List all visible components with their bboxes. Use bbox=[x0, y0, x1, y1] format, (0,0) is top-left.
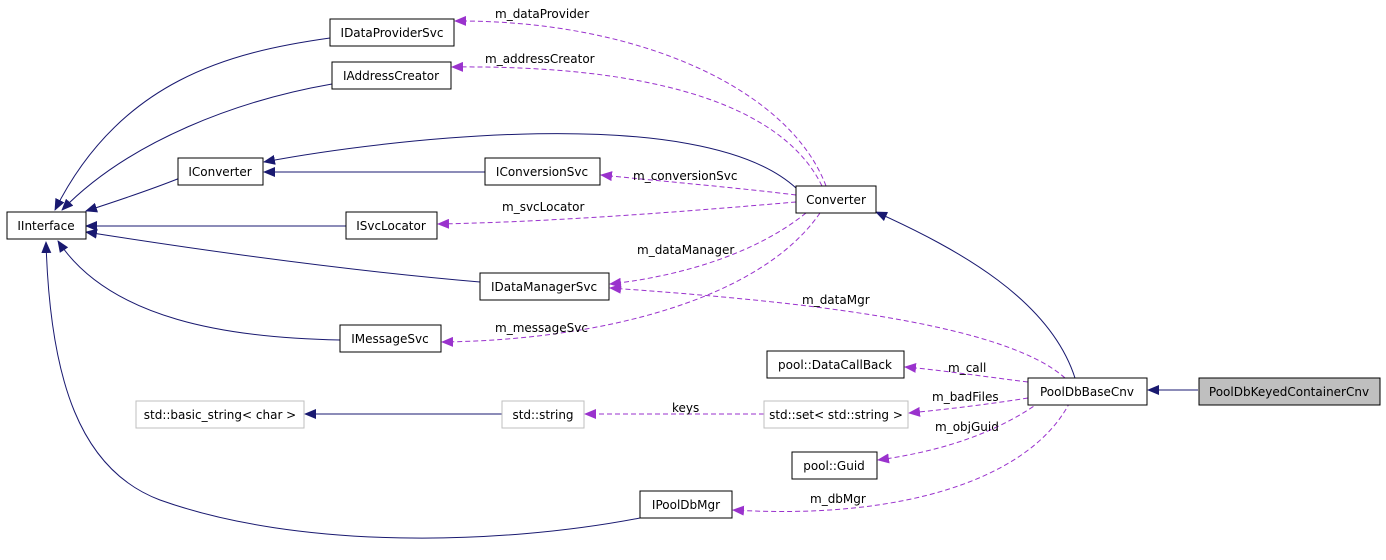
node-label-std-string: std::string bbox=[512, 408, 573, 422]
edge-converter-m-messagesvc bbox=[441, 212, 821, 347]
node-iconverter[interactable]: IConverter bbox=[177, 157, 264, 186]
node-label-pool-guid: pool::Guid bbox=[803, 459, 865, 473]
node-label-converter: Converter bbox=[806, 193, 866, 207]
edge-label-m-dataprovider: m_dataProvider bbox=[495, 7, 589, 21]
edge-converter-m-datamanager bbox=[609, 212, 807, 288]
node-label-pooldbbasecnv: PoolDbBaseCnv bbox=[1040, 385, 1134, 399]
edge-converter-m-svclocator bbox=[437, 201, 797, 229]
edge-pooldbbasecnv-m-call bbox=[904, 362, 1029, 383]
node-label-pooldbkeyedcontainercnv: PoolDbKeyedContainerCnv bbox=[1209, 385, 1369, 399]
node-pooldbkeyedcontainercnv[interactable]: PoolDbKeyedContainerCnv bbox=[1198, 377, 1381, 406]
edge-label-m-dbmgr: m_dbMgr bbox=[810, 492, 866, 506]
edge-ipooldbmgr-to-iinterface bbox=[41, 241, 641, 539]
node-label-pool-datacallback: pool::DataCallBack bbox=[778, 358, 892, 372]
node-label-iaddresscreator: IAddressCreator bbox=[343, 69, 439, 83]
node-iinterface[interactable]: IInterface bbox=[6, 211, 87, 240]
edge-converter-m-dataprovider bbox=[454, 15, 827, 187]
edge-imessagesvc-to-iinterface bbox=[57, 240, 341, 341]
node-std-string[interactable]: std::string bbox=[501, 400, 585, 429]
edge-converter-to-iconverter bbox=[263, 133, 797, 189]
node-label-idatamanagersvc: IDataManagerSvc bbox=[491, 280, 597, 294]
node-ipooldbmgr[interactable]: IPoolDbMgr bbox=[639, 490, 733, 519]
edge-label-m-conversionsvc: m_conversionSvc bbox=[633, 169, 738, 183]
edge-pooldbbasecnv-m-datamgr bbox=[609, 283, 1066, 379]
edge-label-m-messagesvc: m_messageSvc bbox=[495, 321, 588, 335]
edge-pooldbbasecnv-to-converter bbox=[875, 211, 1076, 379]
edge-iaddresscreator-to-iinterface bbox=[61, 83, 333, 211]
edge-pooldbbasecnv-m-dbmgr bbox=[732, 401, 1071, 516]
edge-pooldbbasecnv-m-badfiles bbox=[908, 397, 1029, 417]
edge-label-keys: keys bbox=[672, 401, 699, 415]
edge-label-m-svclocator: m_svcLocator bbox=[502, 200, 584, 214]
node-pool-datacallback[interactable]: pool::DataCallBack bbox=[766, 350, 905, 379]
node-pooldbbasecnv[interactable]: PoolDbBaseCnv bbox=[1027, 377, 1148, 406]
node-std-basic-string[interactable]: std::basic_string< char > bbox=[135, 400, 305, 429]
edge-converter-m-conversionsvc bbox=[600, 171, 797, 196]
node-iaddresscreator[interactable]: IAddressCreator bbox=[331, 61, 452, 90]
node-label-imessagesvc: IMessageSvc bbox=[351, 332, 428, 346]
node-label-ipooldbmgr: IPoolDbMgr bbox=[652, 498, 720, 512]
node-converter[interactable]: Converter bbox=[795, 185, 877, 214]
node-label-std-set: std::set< std::string > bbox=[769, 408, 903, 422]
node-label-iinterface: IInterface bbox=[17, 219, 74, 233]
edge-idatamanagersvc-to-iinterface bbox=[85, 228, 481, 283]
edge-label-m-call: m_call bbox=[948, 361, 986, 375]
node-label-std-basic-string: std::basic_string< char > bbox=[144, 408, 297, 422]
edge-label-m-badfiles: m_badFiles bbox=[932, 390, 999, 404]
edge-label-m-datamgr: m_dataMgr bbox=[802, 293, 870, 307]
edge-label-m-objguid: m_objGuid bbox=[935, 420, 999, 434]
node-idatamanagersvc[interactable]: IDataManagerSvc bbox=[479, 272, 610, 301]
edge-label-m-datamanager: m_dataManager bbox=[637, 243, 734, 257]
node-pool-guid[interactable]: pool::Guid bbox=[791, 451, 878, 480]
node-idataprovidersvc[interactable]: IDataProviderSvc bbox=[329, 18, 455, 47]
node-label-iconverter: IConverter bbox=[188, 165, 251, 179]
node-label-idataprovidersvc: IDataProviderSvc bbox=[341, 26, 444, 40]
edge-label-m-addresscreator: m_addressCreator bbox=[485, 52, 595, 66]
node-imessagesvc[interactable]: IMessageSvc bbox=[339, 324, 442, 353]
node-isvclocator[interactable]: ISvcLocator bbox=[345, 211, 438, 240]
edge-idataprovidersvc-to-iinterface bbox=[54, 37, 331, 211]
edge-iconverter-to-iinterface bbox=[85, 177, 181, 213]
node-label-isvclocator: ISvcLocator bbox=[356, 219, 426, 233]
edge-pooldbbasecnv-m-objguid bbox=[877, 401, 1041, 464]
edge-converter-m-addresscreator bbox=[451, 61, 823, 187]
node-label-iconversionsvc: IConversionSvc bbox=[496, 165, 588, 179]
node-std-set[interactable]: std::set< std::string > bbox=[763, 400, 909, 429]
node-iconversionsvc[interactable]: IConversionSvc bbox=[484, 157, 601, 186]
